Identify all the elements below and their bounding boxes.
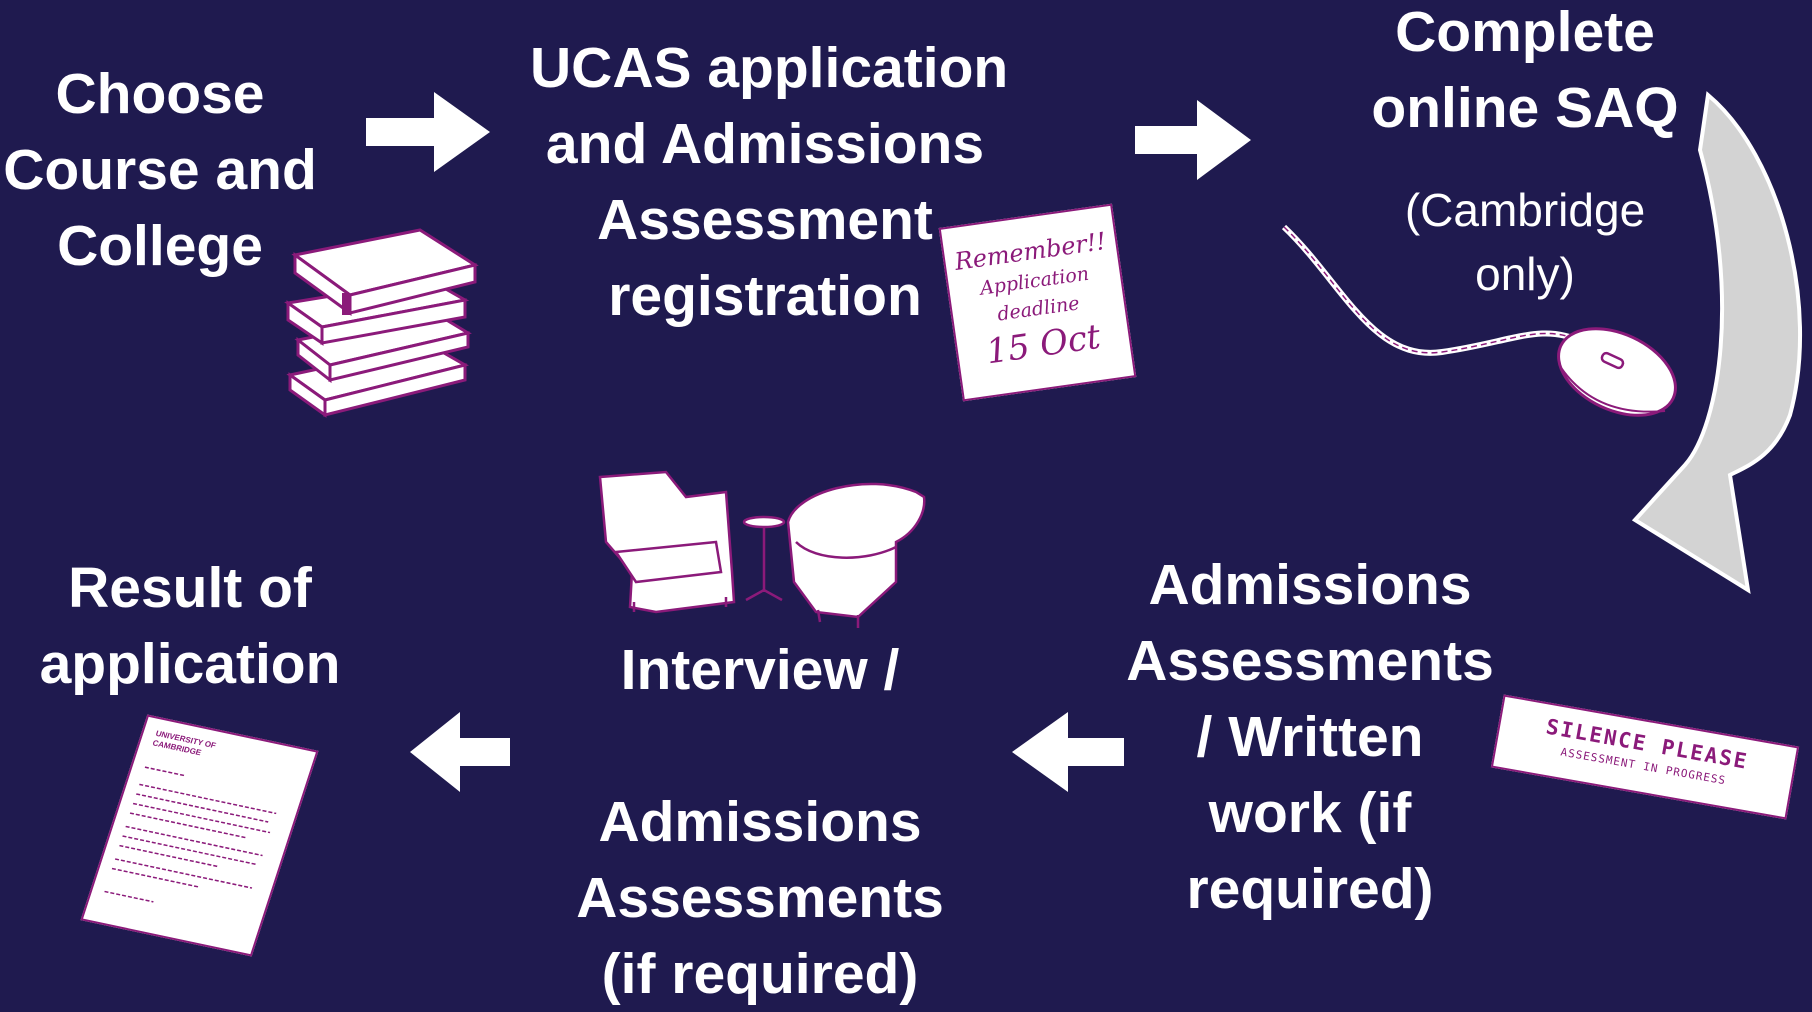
- step-result: Result of application: [20, 550, 360, 702]
- step-line: Course and: [3, 138, 317, 202]
- step-interview: Interview / Admissions Assessments (if r…: [560, 632, 960, 1012]
- arrow-left-icon: [410, 712, 510, 792]
- step-line: UCAS application: [530, 36, 1009, 100]
- note-line: only): [1475, 248, 1575, 300]
- step-line: online SAQ: [1371, 76, 1679, 140]
- step-line: required): [1186, 857, 1434, 921]
- step-line: Admissions: [1148, 553, 1472, 617]
- step-line: [560, 708, 960, 784]
- arrow-right-icon: [366, 92, 490, 172]
- saq-note: (Cambridge only): [1300, 178, 1750, 306]
- computer-mouse-icon: [1281, 224, 1677, 417]
- step-line: Assessments: [576, 866, 944, 930]
- letter-document: UNIVERSITY OF CAMBRIDGE: [80, 714, 319, 957]
- step-choose-course: Choose Course and College: [0, 56, 320, 284]
- step-line: and Admissions: [545, 112, 985, 176]
- books-icon: [284, 228, 479, 418]
- step-line: / Written: [1196, 705, 1424, 769]
- step-line: Assessments: [1126, 629, 1494, 693]
- step-line: Result of: [68, 556, 312, 620]
- step-line: work (if: [1208, 781, 1412, 845]
- step-line: College: [57, 214, 263, 278]
- step-line: Assessment: [597, 188, 933, 252]
- letter-text-lines-icon: [104, 766, 277, 903]
- letter-header: UNIVERSITY OF CAMBRIDGE: [151, 728, 218, 758]
- step-line: Complete: [1395, 0, 1655, 64]
- step-line: registration: [608, 264, 922, 328]
- arrow-right-icon: [1135, 100, 1251, 180]
- step-line: application: [39, 632, 341, 696]
- step-line: Admissions: [598, 790, 922, 854]
- step-line: Choose: [55, 62, 265, 126]
- postit-note: Remember!! Application deadline 15 Oct: [938, 203, 1137, 402]
- step-admissions-assessments: Admissions Assessments / Written work (i…: [1110, 547, 1510, 927]
- step-line: (if required): [601, 942, 919, 1006]
- step-ucas-application: UCAS application and Admissions Assessme…: [530, 30, 1009, 334]
- silence-sign: SILENCE PLEASE ASSESSMENT IN PROGRESS: [1490, 694, 1800, 820]
- curved-arrow-icon: [1631, 91, 1802, 594]
- step-line: Interview /: [620, 638, 900, 702]
- arrow-left-icon: [1012, 712, 1124, 792]
- step-complete-saq: Complete online SAQ: [1300, 0, 1750, 146]
- note-line: (Cambridge: [1404, 184, 1646, 236]
- armchairs-icon: [598, 470, 926, 628]
